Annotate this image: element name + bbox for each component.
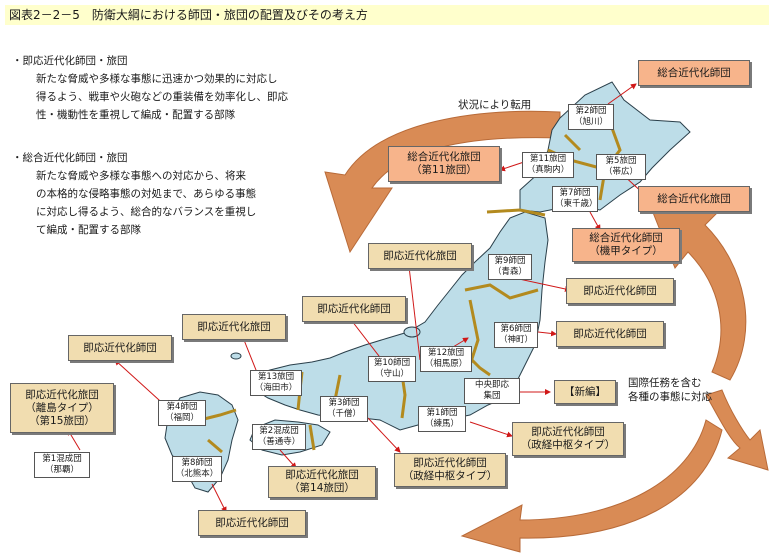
box-9th-division-type: 即応近代化師団 (566, 278, 674, 304)
unit-2nd-division: 第2師団 （旭川） (568, 104, 614, 130)
box-4th-division-type: 即応近代化師団 (68, 335, 172, 361)
unit-13th-brigade: 第13旅団 （海田市） (250, 370, 302, 396)
international-label: 国際任務を含む 各種の事態に対応 (628, 377, 712, 403)
box-central-readiness-new: 【新編】 (554, 380, 616, 404)
rapid-units-description: ・即応近代化師団・旅団 新たな脅威や多様な事態に迅速かつ効果的に対応し 得るよう… (12, 52, 332, 124)
unit-9th-division: 第9師団 （青森） (488, 254, 532, 280)
box-5th-brigade-type: 総合近代化旅団 (638, 186, 750, 212)
comprehensive-units-body: 新たな脅威や多様な事態への対応から、将来 の本格的な侵略事態の対処まで、あらゆる… (36, 170, 257, 236)
box-7th-division-type: 総合近代化師団 （機甲タイプ） (572, 228, 680, 262)
international-arrow-lower (460, 419, 723, 553)
international-arrow-right (705, 389, 769, 471)
unit-4th-division: 第4師団 （福岡） (158, 400, 206, 426)
transfer-label: 状況により転用 (458, 99, 532, 111)
box-1st-division-type: 即応近代化師団 （政経中枢タイプ） (512, 422, 624, 456)
unit-2nd-combined-brigade: 第2混成団 （善通寺） (252, 424, 306, 450)
unit-8th-division: 第8師団 （北熊本） (172, 456, 222, 482)
box-2nd-combined-brigade-type: 即応近代化旅団 （第14旅団） (268, 466, 376, 498)
oki-island (230, 352, 242, 360)
comprehensive-units-heading: ・総合近代化師団・旅団 (12, 152, 128, 164)
unit-1st-division: 第1師団 （練馬） (418, 406, 466, 432)
figure-title: 図表2－2－5 防衛大綱における師団・旅団の配置及びその考え方 (5, 5, 769, 25)
rapid-units-heading: ・即応近代化師団・旅団 (12, 55, 128, 67)
box-13th-brigade-type: 即応近代化旅団 (182, 314, 286, 340)
unit-10th-division: 第10師団 （守山） (368, 356, 416, 382)
box-3rd-division-type: 即応近代化師団 （政経中枢タイプ） (394, 453, 506, 487)
box-6th-division-type: 即応近代化師団 (556, 321, 664, 347)
unit-5th-brigade: 第5旅団 （帯広） (596, 154, 646, 180)
unit-11th-brigade: 第11旅団 （真駒内） (522, 152, 574, 178)
comprehensive-units-description: ・総合近代化師団・旅団 新たな脅威や多様な事態への対応から、将来 の本格的な侵略… (12, 149, 332, 239)
box-1st-combined-brigade-type: 即応近代化旅団 （離島タイプ） （第15旅団） (10, 383, 114, 433)
box-11th-brigade-type: 総合近代化旅団 （第11旅団） (388, 146, 500, 182)
unit-12th-brigade: 第12旅団 （相馬原） (420, 346, 472, 372)
unit-7th-division: 第7師団 （東千歳） (552, 186, 598, 212)
box-8th-division-type: 即応近代化師団 (198, 510, 306, 536)
box-rapid-brigade-north: 即応近代化旅団 (368, 243, 472, 269)
unit-6th-division: 第6師団 （神町） (494, 322, 538, 348)
unit-central-readiness-force: 中央即応 集団 (464, 378, 520, 404)
unit-1st-combined-brigade: 第1混成団 （那覇） (34, 452, 90, 478)
unit-3rd-division: 第3師団 （千僧） (320, 396, 368, 422)
rapid-units-body: 新たな脅威や多様な事態に迅速かつ効果的に対応し 得るよう、戦車や火砲などの重装備… (36, 73, 288, 121)
transfer-arrow (324, 110, 561, 254)
hokkaido (519, 81, 691, 213)
box-2nd-division-type: 総合近代化師団 (638, 60, 750, 86)
box-10th-division-type: 即応近代化師団 (302, 296, 406, 322)
